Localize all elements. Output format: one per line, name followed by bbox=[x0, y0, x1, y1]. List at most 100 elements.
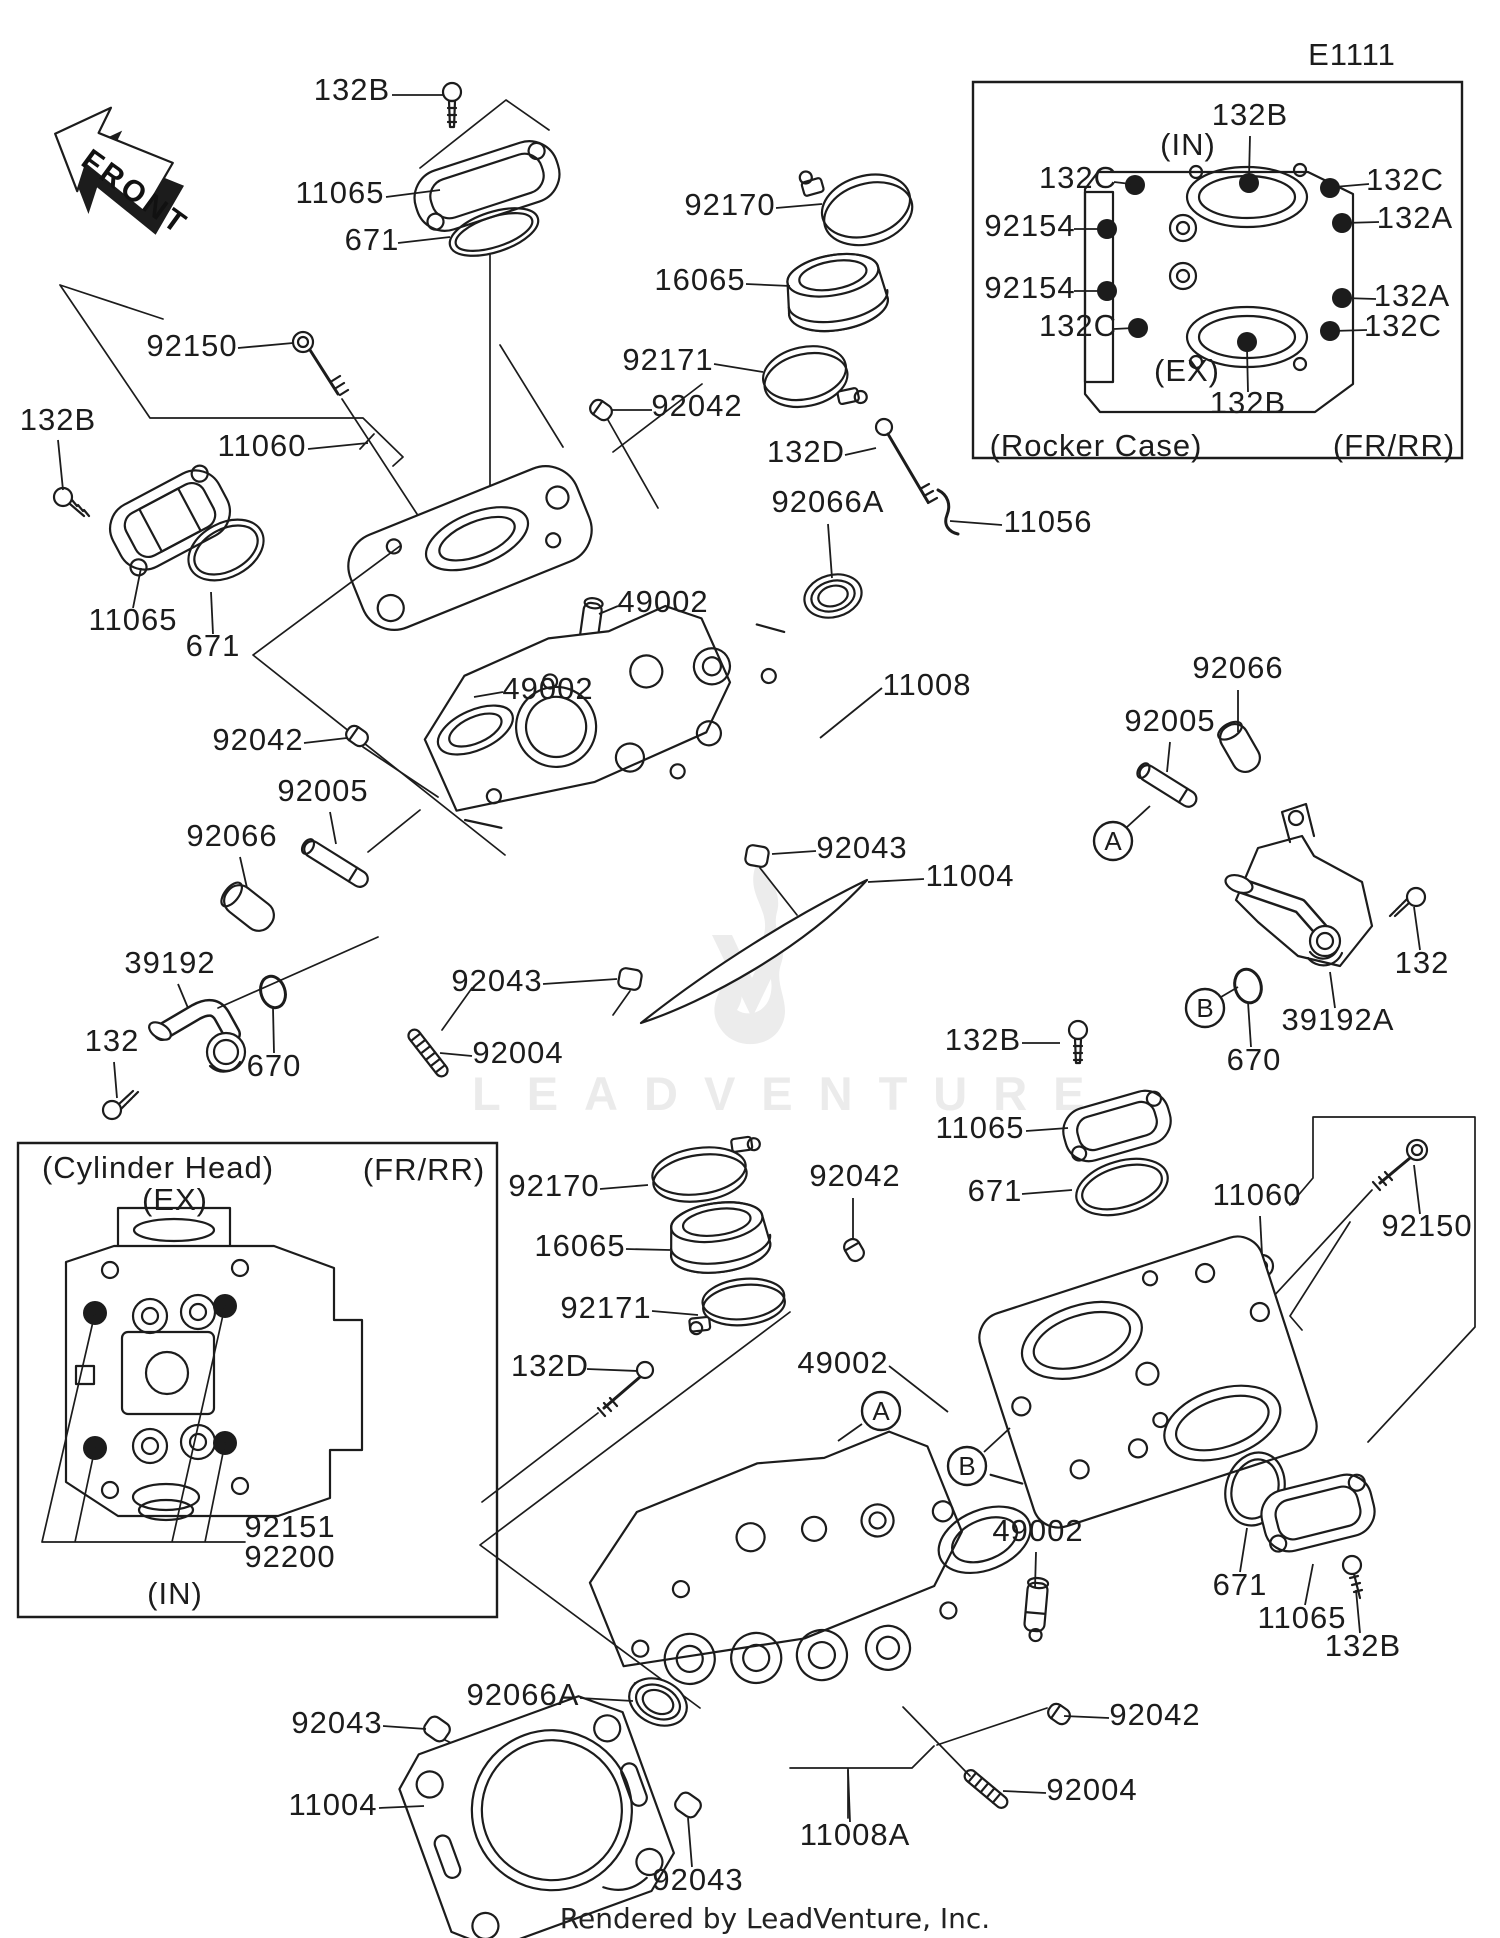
part-label-16065: 16065 bbox=[654, 262, 745, 297]
cap-92042-1 bbox=[587, 397, 614, 423]
part-label-49002: 49002 bbox=[992, 1513, 1083, 1548]
leader-line bbox=[600, 1185, 648, 1189]
leader-line bbox=[240, 857, 247, 888]
leader-line bbox=[1064, 1716, 1109, 1718]
part-label-132c: 132C bbox=[1366, 162, 1444, 197]
part-label-11065: 11065 bbox=[89, 602, 178, 637]
leader-line bbox=[1167, 742, 1170, 772]
leader-line bbox=[1035, 1552, 1036, 1588]
cap-92042-4 bbox=[1045, 1701, 1072, 1727]
clamp-92171-1 bbox=[758, 336, 868, 422]
part-label-132: 132 bbox=[85, 1023, 140, 1058]
part-label-cylinderhead: (Cylinder Head) bbox=[42, 1150, 274, 1185]
part-label-92150: 92150 bbox=[1381, 1208, 1472, 1243]
part-label-92066a: 92066A bbox=[772, 484, 885, 519]
part-label-132a: 132A bbox=[1374, 278, 1450, 313]
part-label-11008: 11008 bbox=[883, 667, 972, 702]
leader-line bbox=[828, 524, 832, 578]
part-label-11008a: 11008A bbox=[800, 1817, 911, 1852]
part-label-92004: 92004 bbox=[472, 1035, 563, 1070]
part-label-11065: 11065 bbox=[296, 175, 385, 210]
callout-circle-b bbox=[1186, 989, 1224, 1027]
leader-line bbox=[626, 1249, 670, 1250]
part-label-92171: 92171 bbox=[560, 1290, 651, 1325]
cover-11065-4 bbox=[1256, 1469, 1380, 1556]
part-label-92154: 92154 bbox=[984, 208, 1075, 243]
leader-line bbox=[1003, 1791, 1046, 1793]
gasket-11004-1 bbox=[641, 880, 867, 1023]
part-label-11004: 11004 bbox=[926, 858, 1015, 893]
leader-line bbox=[543, 979, 617, 984]
part-label-92200: 92200 bbox=[244, 1539, 335, 1574]
part-label-rockercase: (Rocker Case) bbox=[990, 428, 1203, 463]
part-label-671: 671 bbox=[1213, 1567, 1268, 1602]
cylinder-base-gasket-11004-2 bbox=[391, 1684, 684, 1938]
cap-92042-2 bbox=[343, 723, 370, 749]
part-label-671: 671 bbox=[345, 222, 400, 257]
front-arrow-icon: FRONT bbox=[32, 92, 195, 242]
watermark-text: LEADVENTURE bbox=[472, 1067, 1111, 1120]
leader-line bbox=[868, 879, 924, 882]
pin-92005-1 bbox=[300, 837, 371, 890]
part-label-in: (IN) bbox=[147, 1576, 203, 1611]
part-label-92043: 92043 bbox=[816, 830, 907, 865]
part-label-92066: 92066 bbox=[186, 818, 277, 853]
cylinder-head-inset-box bbox=[18, 1143, 497, 1617]
leader-line bbox=[1248, 1002, 1251, 1047]
screw-132b-6 bbox=[1343, 1556, 1362, 1598]
labels-layer: 132B110656719217016065921719215011060132… bbox=[20, 37, 1472, 1897]
leader-line bbox=[1305, 1564, 1313, 1605]
clamp-92170-1 bbox=[798, 146, 919, 258]
callout-circle-a bbox=[1094, 822, 1132, 860]
cover-11065-1 bbox=[407, 134, 567, 239]
part-label-132b: 132B bbox=[1212, 97, 1288, 132]
part-label-92154: 92154 bbox=[984, 270, 1075, 305]
part-label-670: 670 bbox=[1227, 1042, 1282, 1077]
part-label-132: 132 bbox=[1395, 945, 1450, 980]
part-label-132b: 132B bbox=[20, 402, 96, 437]
leader-line bbox=[1221, 987, 1238, 997]
part-label-132d: 132D bbox=[511, 1348, 589, 1383]
bolt-92150-1 bbox=[293, 332, 348, 395]
valve-cover-drawing bbox=[338, 456, 602, 640]
leader-line bbox=[440, 1053, 472, 1056]
elbow-39192 bbox=[146, 1008, 245, 1072]
part-label-11065: 11065 bbox=[1258, 1600, 1347, 1635]
part-label-671: 671 bbox=[186, 628, 241, 663]
oring-670-2 bbox=[1231, 966, 1265, 1006]
clamp-92170-2 bbox=[649, 1135, 767, 1207]
leader-line bbox=[1114, 182, 1131, 184]
callout-letter-a: A bbox=[872, 1396, 890, 1426]
pin-11056 bbox=[938, 490, 958, 534]
stud-92004-2 bbox=[962, 1768, 1010, 1811]
leader-line bbox=[211, 592, 213, 634]
part-label-frrr: (FR/RR) bbox=[363, 1152, 485, 1187]
leader-line bbox=[1026, 1128, 1068, 1131]
leader-line bbox=[178, 984, 188, 1008]
cap-92066-1 bbox=[217, 878, 280, 936]
oring-670-1 bbox=[257, 973, 290, 1011]
part-label-92043: 92043 bbox=[291, 1705, 382, 1740]
callout-circle-b bbox=[948, 1447, 986, 1485]
part-label-132b: 132B bbox=[314, 72, 390, 107]
holder-16065-1 bbox=[780, 247, 892, 338]
leader-line bbox=[1344, 298, 1376, 299]
leader-line bbox=[1334, 184, 1369, 187]
footer-credit: Rendered by LeadVenture, Inc. bbox=[560, 1902, 990, 1935]
callout-letter-b: B bbox=[1196, 993, 1213, 1023]
leader-line bbox=[273, 1008, 274, 1053]
leader-line bbox=[398, 237, 450, 243]
part-label-132b: 132B bbox=[1325, 1628, 1401, 1663]
leader-line bbox=[838, 1424, 862, 1441]
cap-92043-4 bbox=[672, 1790, 703, 1820]
part-label-132c: 132C bbox=[1039, 160, 1117, 195]
part-label-92004: 92004 bbox=[1046, 1772, 1137, 1807]
leader-line bbox=[1344, 222, 1379, 223]
callout-letter-b: B bbox=[958, 1451, 975, 1481]
rocker-case-drawing bbox=[973, 1230, 1324, 1535]
cap-92042-3 bbox=[842, 1236, 867, 1263]
part-label-92042: 92042 bbox=[651, 388, 742, 423]
leader-line bbox=[1260, 1216, 1262, 1254]
leader-line bbox=[304, 738, 347, 743]
